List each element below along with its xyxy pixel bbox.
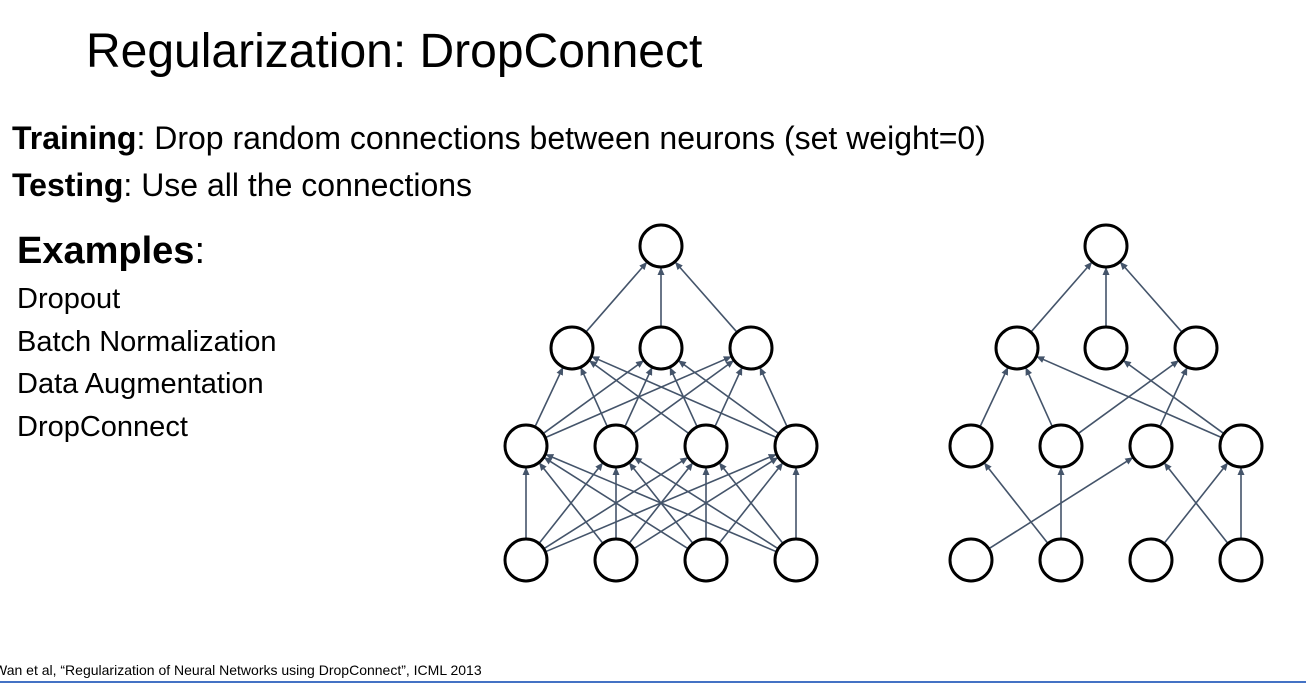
examples-heading-term: Examples (17, 230, 195, 272)
examples-list: Dropout Batch Normalization Data Augment… (17, 278, 277, 448)
dropconnect-neuron-hidden1-1 (1038, 423, 1084, 469)
dropconnect-neuron-hidden1-0 (948, 423, 994, 469)
full-edge-hidden11-to-hidden20 (580, 367, 609, 428)
testing-term: Testing (12, 167, 124, 203)
full-edge-hidden13-to-hidden21 (677, 360, 780, 435)
dropconnect-network-diagram (948, 223, 1264, 583)
dropconnect-neuron-hidden2-1 (1083, 325, 1129, 371)
dropconnect-edge-hidden11-to-hidden20 (1025, 367, 1054, 428)
examples-heading-colon: : (194, 230, 206, 272)
full-neuron-hidden1-3 (773, 423, 819, 469)
training-line: Training: Drop random connections betwee… (12, 118, 986, 158)
full-neuron-input-0 (503, 537, 549, 583)
dropconnect-edge-input3-to-hidden12 (1163, 462, 1229, 544)
full-edge-hidden12-to-hidden20 (588, 360, 690, 435)
full-neuron-hidden1-2 (683, 423, 729, 469)
dropconnect-edge-hidden20-to-output0 (1030, 261, 1093, 333)
full-edge-input3-to-hidden11 (633, 457, 779, 550)
full-edge-hidden20-to-output0 (585, 261, 648, 333)
full-edge-hidden10-to-hidden20 (534, 366, 564, 428)
full-edge-input3-to-hidden10 (545, 453, 778, 553)
full-neuron-input-1 (593, 537, 639, 583)
dropconnect-neuron-hidden2-0 (994, 325, 1040, 371)
dropconnect-neuron-input-3 (1218, 537, 1264, 583)
full-neuron-hidden2-1 (638, 325, 684, 371)
dropconnect-neuron-hidden1-3 (1218, 423, 1264, 469)
dropconnect-neuron-hidden2-2 (1173, 325, 1219, 371)
training-term: Training (12, 120, 137, 156)
example-item-dropconnect: DropConnect (17, 410, 188, 443)
dropconnect-neuron-hidden1-2 (1128, 423, 1174, 469)
full-edge-hidden13-to-hidden20 (591, 356, 778, 439)
dropconnect-edge-input1-to-hidden10 (983, 462, 1049, 544)
example-item-batch-normalization: Batch Normalization (17, 325, 277, 358)
full-edge-hidden10-to-hidden21 (542, 360, 645, 435)
full-edge-input3-to-hidden12 (718, 462, 784, 544)
full-neuron-hidden1-0 (503, 423, 549, 469)
full-neuron-output-0 (638, 223, 684, 269)
testing-line: Testing: Use all the connections (12, 165, 472, 205)
slide-title: Regularization: DropConnect (86, 25, 703, 78)
dropconnect-edge-hidden13-to-hidden21 (1122, 360, 1225, 435)
full-neuron-hidden1-1 (593, 423, 639, 469)
full-edge-input2-to-hidden10 (543, 457, 689, 550)
examples-heading: Examples: (17, 228, 205, 274)
full-neuron-hidden2-2 (728, 325, 774, 371)
full-neuron-input-3 (773, 537, 819, 583)
full-edge-input1-to-hidden10 (538, 462, 604, 544)
testing-description: : Use all the connections (123, 167, 473, 203)
dropconnect-edge-hidden22-to-output0 (1119, 261, 1183, 333)
dropconnect-neuron-input-2 (1128, 537, 1174, 583)
dropconnect-neuron-output-0 (1083, 223, 1129, 269)
example-item-dropout: Dropout (17, 283, 121, 315)
full-edge-hidden13-to-hidden22 (759, 367, 788, 428)
footer-divider (0, 681, 1306, 683)
dropconnect-neuron-input-1 (1038, 537, 1084, 583)
full-neuron-hidden2-0 (549, 325, 595, 371)
dropconnect-edge-hidden10-to-hidden20 (979, 366, 1009, 428)
citation: Wan et al, “Regularization of Neural Net… (0, 662, 482, 678)
dropconnect-edge-hidden13-to-hidden20 (1036, 356, 1223, 439)
training-description: : Drop random connections between neuron… (136, 120, 986, 156)
full-neuron-input-2 (683, 537, 729, 583)
dropconnect-neuron-input-0 (948, 537, 994, 583)
full-network-diagram (503, 223, 819, 583)
example-item-data-augmentation: Data Augmentation (17, 368, 264, 400)
full-edge-hidden22-to-output0 (674, 261, 738, 333)
